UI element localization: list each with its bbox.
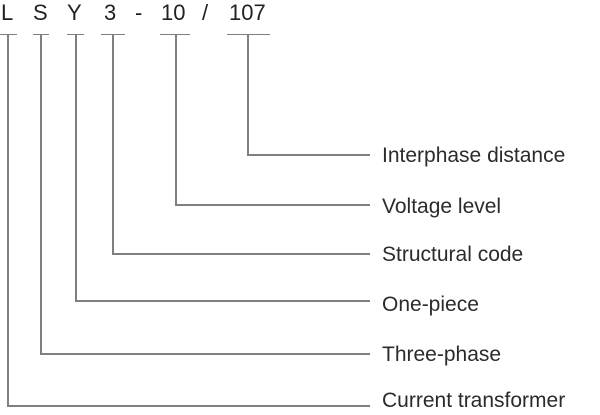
model-token-S: S	[33, 0, 48, 25]
connector-tick-107	[227, 33, 270, 35]
connector-horizontal-107	[247, 154, 370, 156]
callout-label-interphase-distance: Interphase distance	[382, 144, 566, 167]
connector-horizontal-L	[7, 405, 370, 407]
connector-vertical-3	[112, 34, 114, 255]
callout-label-structural-code: Structural code	[382, 243, 524, 266]
callout-label-current-transformer: Current transformer	[382, 389, 566, 412]
model-token-107: 107	[229, 0, 266, 25]
connector-vertical-Y	[75, 34, 77, 302]
connector-vertical-S	[40, 34, 42, 355]
connector-horizontal-10	[175, 204, 370, 206]
model-token-Y: Y	[67, 0, 82, 25]
model-token-hyphen: -	[135, 0, 143, 25]
model-token-3: 3	[104, 0, 117, 25]
connector-horizontal-S	[40, 353, 370, 355]
connector-tick-L	[0, 33, 17, 35]
connector-vertical-10	[175, 34, 177, 206]
model-token-L: L	[1, 0, 14, 25]
callout-label-voltage-level: Voltage level	[382, 195, 502, 218]
connector-vertical-107	[247, 34, 249, 156]
connector-horizontal-3	[112, 253, 370, 255]
model-token-slash: /	[202, 0, 209, 25]
callout-label-three-phase: Three-phase	[382, 343, 502, 366]
connector-vertical-L	[7, 34, 9, 407]
connector-horizontal-Y	[75, 300, 370, 302]
callout-label-one-piece: One-piece	[382, 293, 479, 316]
model-token-10: 10	[161, 0, 186, 25]
